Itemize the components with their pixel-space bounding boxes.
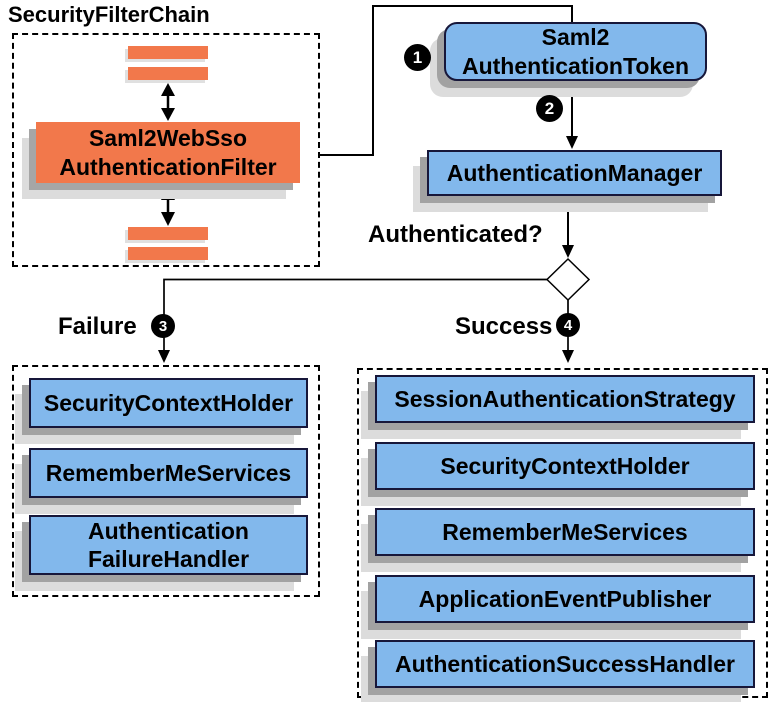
- authentication-manager-node: AuthenticationManager: [427, 150, 722, 196]
- filter-placeholder-bar: [128, 227, 208, 240]
- step-2-badge: 2: [536, 95, 563, 122]
- session-authentication-strategy-node: SessionAuthenticationStrategy: [375, 375, 755, 423]
- authentication-success-handler-node: AuthenticationSuccessHandler: [375, 640, 755, 688]
- step-1-badge: 1: [404, 44, 431, 71]
- security-filter-chain-title: SecurityFilterChain: [8, 2, 210, 27]
- failure-handlers-container: SecurityContextHolder RememberMeServices…: [12, 365, 320, 597]
- saml2-authentication-token-node: Saml2 AuthenticationToken: [444, 22, 707, 81]
- security-context-holder-node: SecurityContextHolder: [29, 378, 308, 428]
- success-branch-arrowhead: [562, 350, 574, 363]
- authenticated-question-label: Authenticated?: [368, 221, 543, 248]
- security-filter-chain-container: Saml2WebSso AuthenticationFilter: [12, 33, 320, 267]
- failure-label: Failure: [58, 313, 137, 340]
- failure-branch-arrowhead: [158, 350, 170, 363]
- decision-diamond: [545, 257, 591, 302]
- step-3-badge: 3: [151, 314, 175, 338]
- filter-placeholder-bar: [128, 46, 208, 59]
- success-label: Success: [455, 313, 553, 340]
- step-4-badge: 4: [556, 313, 580, 337]
- success-handlers-container: SessionAuthenticationStrategy SecurityCo…: [357, 368, 768, 698]
- filter-placeholder-bar: [128, 67, 208, 80]
- saml2-websso-authentication-filter-node: Saml2WebSso AuthenticationFilter: [36, 122, 300, 183]
- remember-me-services-node: RememberMeServices: [375, 508, 755, 556]
- filter-placeholder-bar: [128, 247, 208, 260]
- application-event-publisher-node: ApplicationEventPublisher: [375, 575, 755, 623]
- arrow-token-to-manager-head: [566, 136, 578, 149]
- arrow-manager-to-diamond-head: [562, 245, 574, 258]
- security-context-holder-node: SecurityContextHolder: [375, 442, 755, 490]
- authentication-failure-handler-node: Authentication FailureHandler: [29, 515, 308, 575]
- remember-me-services-node: RememberMeServices: [29, 448, 308, 498]
